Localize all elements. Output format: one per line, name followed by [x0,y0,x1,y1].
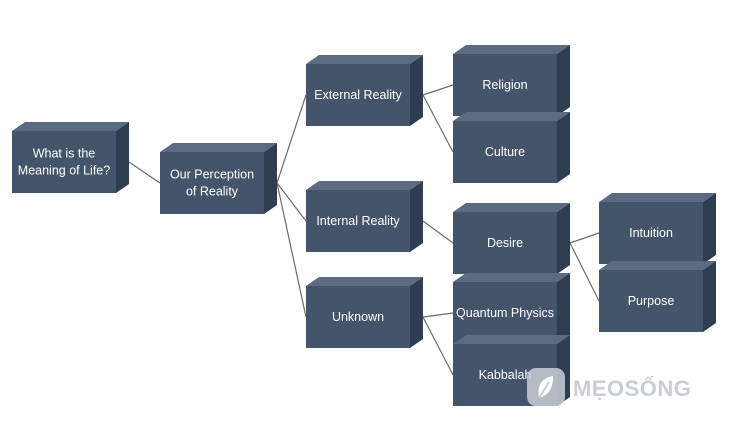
node-religion: Religion [453,45,570,116]
node-side-face [557,112,570,183]
node-label: of Reality [186,185,239,199]
node-unknown: Unknown [306,277,423,348]
node-top-face [453,335,570,344]
node-label: Religion [482,78,527,92]
node-label: Internal Reality [316,214,400,228]
node-top-face [453,45,570,54]
leaf-logo-icon [527,368,565,406]
node-side-face [116,122,129,193]
node-external: External Reality [306,55,423,126]
node-label: Meaning of Life? [18,164,110,178]
node-top-face [599,261,716,270]
node-side-face [410,55,423,126]
node-side-face [264,143,277,214]
node-side-face [410,277,423,348]
node-front-face [453,121,557,183]
connector-unknown-quantum [422,312,454,318]
watermark-text: MẸOSỐNG [573,375,691,401]
node-top-face [599,193,716,202]
node-top-face [453,203,570,212]
node-front-face [306,286,410,348]
connector-external-culture [422,94,454,153]
node-label: External Reality [314,88,402,102]
node-front-face [306,64,410,126]
node-perception: Our Perception of Reality [160,143,277,214]
node-top-face [453,112,570,121]
node-label: Culture [485,145,525,159]
node-side-face [557,45,570,116]
connector-perception-external [276,94,307,184]
connector-root-perception [128,161,161,184]
node-label: Intuition [629,226,673,240]
node-intuition: Intuition [599,193,716,264]
node-front-face [12,131,116,193]
node-front-face [599,202,703,264]
node-top-face [160,143,277,152]
node-label: Purpose [628,294,675,308]
node-front-face [453,54,557,116]
node-side-face [557,203,570,274]
connector-unknown-kabbalah [422,316,454,376]
node-culture: Culture [453,112,570,183]
watermark: MẸOSỐNG [527,368,691,406]
node-top-face [306,181,423,190]
node-front-face [160,152,264,214]
node-desire: Desire [453,203,570,274]
connector-perception-unknown [276,182,307,318]
node-quantum: Quantum Physics [453,273,570,344]
node-front-face [306,190,410,252]
node-front-face [453,212,557,274]
connector-perception-internal [276,182,307,222]
node-front-face [599,270,703,332]
connector-external-religion [422,84,454,96]
node-side-face [410,181,423,252]
node-label: Our Perception [170,168,254,182]
node-front-face [453,282,557,344]
node-side-face [557,273,570,344]
node-label: Unknown [332,310,384,324]
node-side-face [703,193,716,264]
connector-desire-intuition [569,232,600,244]
node-top-face [453,273,570,282]
node-internal: Internal Reality [306,181,423,252]
node-label: What is the [33,147,96,161]
node-label: Kabbalah [479,368,532,382]
node-top-face [306,55,423,64]
node-label: Desire [487,236,523,250]
node-top-face [306,277,423,286]
node-top-face [12,122,129,131]
node-side-face [703,261,716,332]
connectors [128,84,600,376]
node-label: Quantum Physics [456,306,554,320]
connector-internal-desire [422,220,454,244]
node-purpose: Purpose [599,261,716,332]
connector-desire-purpose [569,242,600,302]
